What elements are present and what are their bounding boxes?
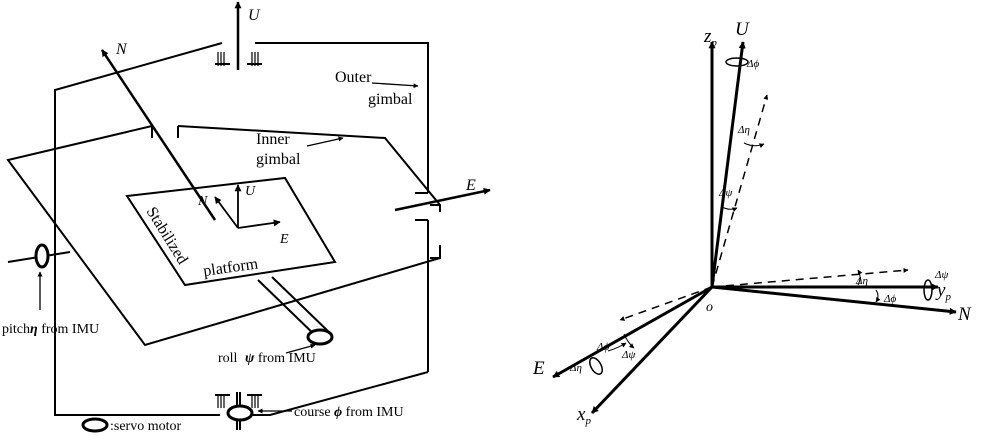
n-axis-arrow [100,49,217,221]
label-n-right: N [957,304,972,325]
platform-n-arrow [214,196,239,229]
label-delta-eta-z: Δη [737,124,750,136]
roll-servo-motor-icon [306,328,334,346]
right-axes-diagram [552,41,957,415]
label-delta-phi-top: Δϕ [746,58,759,70]
label-e-right-diagram: E [532,358,545,379]
n-axis-arrow-right [711,285,957,315]
label-inner-2: gimbal [256,151,301,168]
rotation-icon-e [589,357,603,375]
outer-gimbal-frame [54,42,223,416]
label-delta-eta-x: Δη [569,362,582,374]
inner-gimbal-frame [6,125,441,347]
pitch-servo-motor-icon [34,243,50,269]
label-u-top: U [248,7,261,24]
label-yp: yp [935,280,951,303]
dashed-z-rotated [711,94,769,288]
dashed-y-rotated [711,267,909,288]
label-n-top: N [115,41,128,58]
outer-gimbal-bottom [253,371,429,416]
label-xp: xp [576,404,591,427]
rotation-icon-u [725,57,749,67]
label-u-right: U [735,19,750,40]
label-origin: o [706,300,713,315]
label-legend-servo: :servo motor [110,419,181,434]
label-course: course ϕ from IMU [294,405,404,420]
label-outer-1: Outer [335,69,372,86]
stabilized-platform [125,176,337,287]
e-axis-arrow-right [552,285,713,379]
course-servo-motor-icon [226,404,254,422]
e-axis-arrow [394,187,491,212]
label-delta-phi-x: Δϕ [596,341,609,353]
label-roll: roll ψ from IMU [218,351,316,366]
label-outer-2: gimbal [368,91,413,108]
label-delta-psi-y: Δψ [934,269,948,281]
left-labels: U N E N U E Outer gimbal Inner gimbal St… [2,7,476,434]
dashed-x-rotated [619,286,713,321]
servo-motors [34,243,334,433]
pointer-arrows [37,82,419,414]
legend-servo-motor-icon [81,417,109,433]
label-e-right: E [465,177,476,194]
label-pitch: pitchη from IMU [2,322,99,337]
label-delta-eta-y: Δη [855,275,868,287]
roll-axis-shaft [257,279,321,341]
label-zp: zp [703,26,717,49]
rotation-icon-y [923,279,933,301]
label-delta-psi-x: Δψ [621,349,635,361]
bearings [215,52,262,408]
label-platform-n: N [197,194,208,209]
label-inner-1: Inner [256,131,290,148]
u-axis-arrow-right [710,41,746,288]
right-labels: zp U yp N xp E o Δϕ Δη Δψ Δη Δψ Δϕ Δϕ Δψ… [532,19,972,427]
label-delta-psi-z: Δψ [718,187,732,199]
xp-axis-arrow [590,285,714,415]
left-axes [100,1,491,229]
platform-e-arrow [237,219,281,229]
outer-gimbal-frame-right [255,42,429,193]
label-platform-u: U [245,184,256,199]
label-delta-phi-y: Δϕ [883,293,896,305]
label-platform: platform [202,255,259,280]
label-platform-e: E [279,232,289,247]
